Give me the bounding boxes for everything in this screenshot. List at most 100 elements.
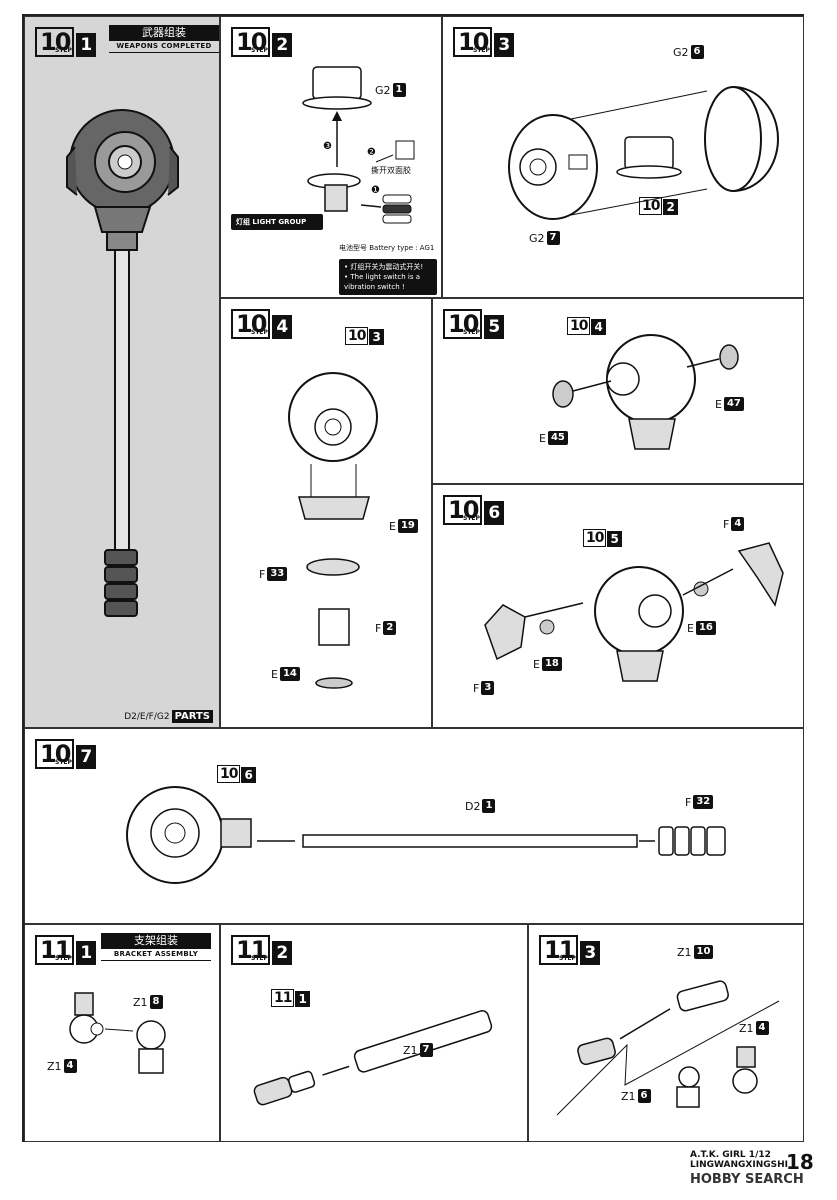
- step-number: 11: [231, 935, 271, 965]
- step-label: STEP: [55, 47, 72, 54]
- part-label-z1-4: Z1 4: [739, 1021, 769, 1035]
- bracket-final-diagram: [556, 980, 780, 1116]
- step-sub: 1: [76, 941, 97, 965]
- part-num: 4: [731, 517, 745, 531]
- part-label-d2-1: D2 1: [465, 799, 496, 813]
- step-sub: 1: [76, 33, 97, 57]
- part-num: 4: [755, 1021, 769, 1035]
- step-sub: 5: [484, 315, 505, 339]
- step-label: STEP: [559, 955, 576, 962]
- step-badge: 11 3: [539, 935, 601, 965]
- step-10-2-panel: 10 2 STEP ❸ ❷ ❶ G2 1 撕开双面胶 灯组 LIGHT GROU…: [220, 16, 442, 298]
- part-num: 7: [546, 231, 560, 245]
- sphere-side-parts-diagram: [484, 542, 784, 682]
- step-sub: 7: [76, 745, 97, 769]
- step-title: 支架组装 BRACKET ASSEMBLY: [101, 933, 211, 961]
- step-number: 10: [231, 27, 271, 57]
- step-number: 10: [443, 309, 483, 339]
- ref-step-10-4: 10 4: [567, 317, 606, 335]
- step-number: 10: [35, 739, 75, 769]
- title-en: BRACKET ASSEMBLY: [101, 949, 211, 961]
- part-num: 1: [482, 799, 496, 813]
- pole-assembly-diagram: [126, 786, 726, 884]
- step-10-7-panel: 10 7 STEP 10 6 D2 1 F 32: [24, 728, 804, 924]
- part-num: 14: [279, 667, 300, 681]
- step-label: STEP: [55, 759, 72, 766]
- part-code: G2: [529, 231, 545, 245]
- part-num: 4: [63, 1059, 77, 1073]
- part-num: 6: [690, 45, 704, 59]
- step-number: 10: [443, 495, 483, 525]
- step-11-3-panel: 11 3 STEP Z1 10 Z1 4 Z1 6: [528, 924, 804, 1142]
- ref-sub: 6: [241, 767, 256, 783]
- part-num: 45: [547, 431, 568, 445]
- step-number: 11: [539, 935, 579, 965]
- sphere-caps-diagram: [552, 334, 739, 450]
- part-num: 18: [541, 657, 562, 671]
- bracket-diagram: [69, 992, 166, 1074]
- part-code: Z1: [133, 995, 148, 1009]
- page-number: 18: [786, 1150, 814, 1174]
- part-label-z1-6: Z1 6: [621, 1089, 651, 1103]
- parts-list: D2/E/F/G2: [124, 711, 170, 722]
- step-badge: 10 5: [443, 309, 505, 339]
- ref-step-10-3: 10 3: [345, 327, 384, 345]
- part-num: 8: [149, 995, 163, 1009]
- footer-product: A.T.K. GIRL 1/12 LINGWANGXINGSHI: [690, 1150, 788, 1170]
- step-number: 10: [231, 309, 271, 339]
- part-num: 16: [695, 621, 716, 635]
- part-label-e-47: E 47: [715, 397, 744, 411]
- step-label: STEP: [251, 47, 268, 54]
- step-badge: 11 2: [231, 935, 293, 965]
- step-badge: 10 2: [231, 27, 293, 57]
- sphere-base-diagram: [288, 372, 378, 689]
- step-10-3-panel: 10 3 STEP G2 6 G2 7 10 2: [442, 16, 804, 298]
- part-label-g2-1: G2 1: [375, 83, 406, 97]
- part-num: 6: [637, 1089, 651, 1103]
- title-cn: 武器组装: [109, 25, 219, 41]
- part-label-f-4: F 4: [723, 517, 745, 531]
- step-badge: 10 4: [231, 309, 293, 339]
- watermark: HOBBY SEARCH: [690, 1172, 804, 1187]
- part-label-z1-8: Z1 8: [133, 995, 163, 1009]
- parts-badge: PARTS: [171, 710, 213, 723]
- title-en: WEAPONS COMPLETED: [109, 41, 219, 53]
- step-10-6-panel: 10 6 STEP 10 5 F 4 E 16 E 18 F 3: [432, 484, 804, 728]
- part-code: E: [687, 621, 694, 635]
- step-marker-1: ❶: [371, 185, 380, 196]
- ref-num: 10: [217, 765, 241, 783]
- part-num: 1: [392, 83, 406, 97]
- ref-num: 10: [583, 529, 607, 547]
- part-label-g2-7: G2 7: [529, 231, 560, 245]
- step-11-1-panel: 11 1 STEP 支架组装 BRACKET ASSEMBLY Z1 8 Z1 …: [24, 924, 220, 1142]
- part-code: E: [271, 667, 278, 681]
- step-badge: 10 6: [443, 495, 505, 525]
- ref-step-10-2: 10 2: [639, 197, 678, 215]
- part-num: 2: [383, 621, 397, 635]
- part-code: Z1: [47, 1059, 62, 1073]
- part-label-f-32: F 32: [685, 795, 714, 809]
- part-num: 7: [419, 1043, 433, 1057]
- light-group-diagram: [302, 66, 415, 224]
- step-badge: 11 1: [35, 935, 97, 965]
- part-code: Z1: [739, 1021, 754, 1035]
- step-badge: 10 3: [453, 27, 515, 57]
- ref-sub: 2: [663, 199, 678, 215]
- part-num: 47: [723, 397, 744, 411]
- part-code: F: [375, 621, 382, 635]
- step-11-2-panel: 11 2 STEP 11 1 Z1 7: [220, 924, 528, 1142]
- ref-num: 10: [345, 327, 369, 345]
- step-number: 11: [35, 935, 75, 965]
- ref-step-10-6: 10 6: [217, 765, 256, 783]
- ref-sub: 4: [591, 319, 606, 335]
- light-group-label: 灯组 LIGHT GROUP: [231, 214, 323, 230]
- part-label-f-33: F 33: [259, 567, 288, 581]
- part-label-e-18: E 18: [533, 657, 562, 671]
- part-code: E: [539, 431, 546, 445]
- step-number: 10: [453, 27, 493, 57]
- part-code: G2: [375, 83, 391, 97]
- ref-sub: 1: [295, 991, 310, 1007]
- step-label: STEP: [463, 515, 480, 522]
- step-sub: 2: [272, 33, 293, 57]
- ref-num: 10: [639, 197, 663, 215]
